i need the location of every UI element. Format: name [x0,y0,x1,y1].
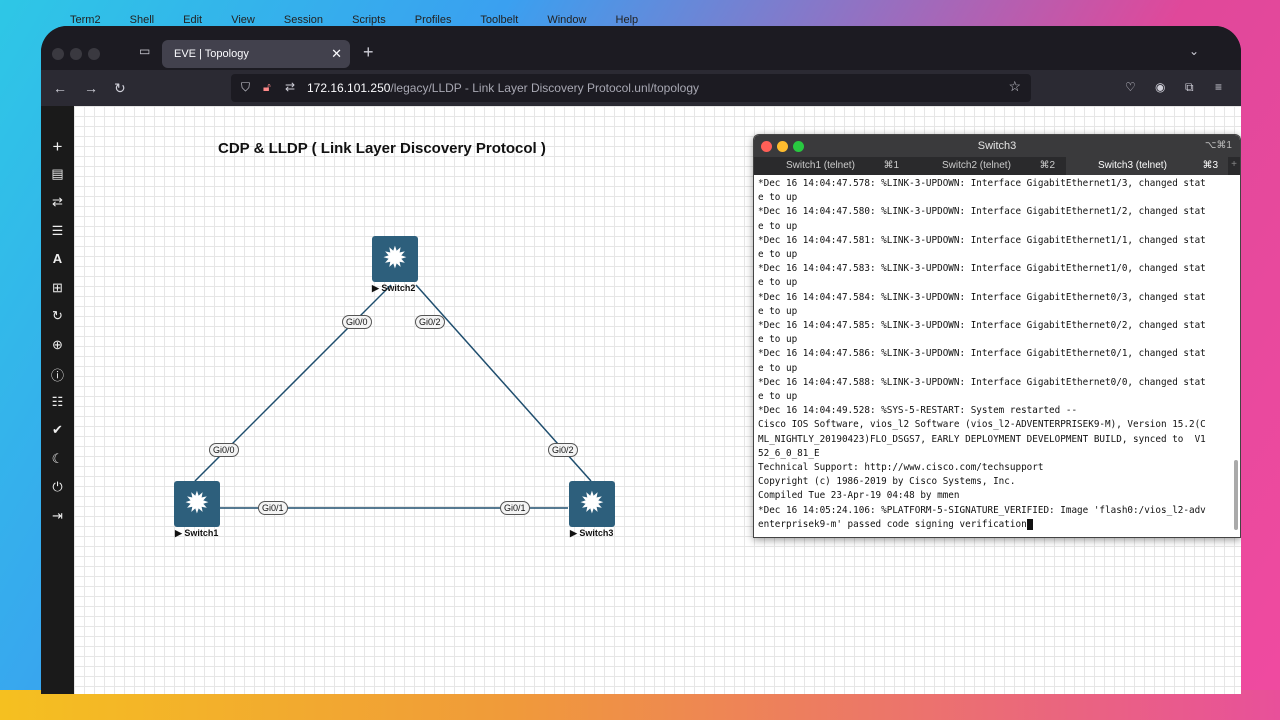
menu-item-view[interactable]: View [231,14,255,26]
minimize-window-button[interactable] [70,48,82,60]
terminal-window: Switch3 ⌥⌘1 Switch1 (telnet) ⌘1 Switch2 … [753,134,1241,538]
status-icon[interactable]: ✔ [52,422,63,437]
terminal-tab-label: Switch2 (telnet) [942,160,1011,171]
bottom-glow [0,690,1280,720]
terminal-text: *Dec 16 14:04:47.578: %LINK-3-UPDOWN: In… [758,178,1206,530]
topology-title: CDP & LLDP ( Link Layer Discovery Protoc… [218,140,546,157]
menu-item-scripts[interactable]: Scripts [352,14,386,26]
switch-icon: ✹ [579,487,605,520]
switch3-label: ▶ Switch3 [570,528,614,538]
text-object-icon[interactable]: A [52,251,63,266]
port-label-switch3-gi0-1[interactable]: Gi0/1 [500,501,530,515]
switch2-label: ▶ Switch2 [372,283,416,293]
dark-mode-icon[interactable]: ☾ [51,451,64,466]
permissions-icon[interactable]: ⇄ [285,80,296,94]
mac-menu-bar: Term2 Shell Edit View Session Scripts Pr… [70,14,1230,28]
terminal-tab-label: Switch1 (telnet) [786,160,855,171]
terminal-title: Switch3 [977,140,1017,152]
info-icon[interactable]: ⓘ [50,368,64,383]
terminal-tab-shortcut: ⌘3 [1202,160,1218,171]
browser-window: ▭ EVE | Topology ✕ + ⌄ ← → ↻ ⛉ 🔓︎ ⇄ 172.… [41,26,1241,694]
close-tab-icon[interactable]: ✕ [331,46,342,61]
terminal-title-shortcut: ⌥⌘1 [1204,140,1232,151]
terminal-scrollbar[interactable] [1234,460,1238,530]
terminal-cursor [1026,518,1033,530]
terminal-tab-switch2[interactable]: Switch2 (telnet) ⌘2 [910,157,1065,175]
menu-item-toolbelt[interactable]: Toolbelt [480,14,519,26]
eve-sidebar: + ▤ ⇄ ☰ A ⊞ ↻ ⊕ ⓘ ☷ ✔ ☾ ⏻ ⇥ [41,106,74,694]
switch2-name: Switch2 [381,283,416,293]
power-icon[interactable]: ⏻ [52,479,63,494]
close-window-button[interactable] [52,48,64,60]
switch3-node[interactable]: ✹ [569,481,615,527]
port-label-switch1-gi0-1[interactable]: Gi0/1 [258,501,288,515]
tab-bar: ▭ EVE | Topology ✕ + ⌄ [41,26,1241,70]
terminal-minimize-button[interactable] [777,141,788,152]
lock-icon[interactable]: 🔓︎ [263,80,271,94]
terminal-tabs: Switch1 (telnet) ⌘1 Switch2 (telnet) ⌘2 … [754,157,1240,175]
menu-item-help[interactable]: Help [615,14,639,26]
grid-icon[interactable]: ⊞ [52,280,63,295]
list-icon[interactable]: ☷ [51,394,64,409]
extensions-icon[interactable]: ⧉ [1185,80,1194,94]
menu-item-window[interactable]: Window [547,14,587,26]
menu-item-edit[interactable]: Edit [183,14,203,26]
menu-icon[interactable]: ≡ [1215,80,1223,94]
terminal-tab-label: Switch3 (telnet) [1098,160,1167,171]
shield-icon[interactable]: ⛉ [241,80,251,94]
reload-icon[interactable]: ↻ [114,80,126,96]
port-label-switch3-gi0-2[interactable]: Gi0/2 [548,443,578,457]
port-label-switch2-gi0-2[interactable]: Gi0/2 [415,315,445,329]
switch1-node[interactable]: ✹ [174,481,220,527]
logout-icon[interactable]: ⇥ [52,508,63,523]
terminal-tab-switch3[interactable]: Switch3 (telnet) ⌘3 [1066,157,1228,175]
nav-bar: ← → ↻ ⛉ 🔓︎ ⇄ 172.16.101.250/legacy/LLDP … [41,70,1241,106]
terminal-close-button[interactable] [761,141,772,152]
switch2-node[interactable]: ✹ [372,236,418,282]
page-content: + ▤ ⇄ ☰ A ⊞ ↻ ⊕ ⓘ ☷ ✔ ☾ ⏻ ⇥ CDP & LLDP (… [41,106,1241,694]
url-bar[interactable]: ⛉ 🔓︎ ⇄ 172.16.101.250/legacy/LLDP - Link… [231,74,1031,102]
url-path: /legacy/LLDP - Link Layer Discovery Prot… [390,81,700,95]
menu-item-profiles[interactable]: Profiles [414,14,452,26]
networks-icon[interactable]: ⇄ [52,194,63,209]
terminal-tab-switch1[interactable]: Switch1 (telnet) ⌘1 [754,157,909,175]
switch3-name: Switch3 [579,528,614,538]
terminal-zoom-button[interactable] [793,141,804,152]
menu-item-shell[interactable]: Shell [129,14,155,26]
chevron-down-icon[interactable]: ⌄ [1188,44,1199,58]
switch1-name: Switch1 [184,528,219,538]
maximize-window-button[interactable] [88,48,100,60]
switch1-label: ▶ Switch1 [175,528,219,538]
new-tab-button[interactable]: + [363,42,374,62]
menu-item-session[interactable]: Session [283,14,324,26]
account-icon[interactable]: ◉ [1155,80,1166,94]
nodes-icon[interactable]: ▤ [51,166,64,181]
refresh-icon[interactable]: ↻ [52,308,63,323]
bookmark-star-icon[interactable]: ☆ [1008,78,1021,94]
url-host: 172.16.101.250 [307,81,391,95]
tab-title: EVE | Topology [174,48,249,60]
pocket-icon[interactable]: ♡ [1125,80,1136,94]
switch-icon: ✹ [382,242,408,275]
port-label-switch2-gi0-0[interactable]: Gi0/0 [342,315,372,329]
back-icon[interactable]: ← [53,80,67,96]
switch-icon: ✹ [184,487,210,520]
url-text: 172.16.101.250/legacy/LLDP - Link Layer … [307,81,699,95]
menu-item-app[interactable]: Term2 [70,14,101,26]
terminal-titlebar: Switch3 ⌥⌘1 [754,135,1240,157]
zoom-icon[interactable]: ⊕ [52,337,63,352]
terminal-tab-shortcut: ⌘2 [1039,160,1055,171]
terminal-output[interactable]: *Dec 16 14:04:47.578: %LINK-3-UPDOWN: In… [754,175,1224,537]
port-label-switch1-gi0-0[interactable]: Gi0/0 [209,443,239,457]
forward-icon[interactable]: → [84,80,98,96]
terminal-tab-shortcut: ⌘1 [883,160,899,171]
startup-config-icon[interactable]: ☰ [51,223,64,238]
add-object-icon[interactable]: + [52,137,63,156]
new-terminal-tab-icon[interactable]: + [1231,159,1237,170]
tab-eve-topology[interactable]: EVE | Topology ✕ [162,40,350,68]
tab-overview-icon[interactable]: ▭ [139,44,151,58]
